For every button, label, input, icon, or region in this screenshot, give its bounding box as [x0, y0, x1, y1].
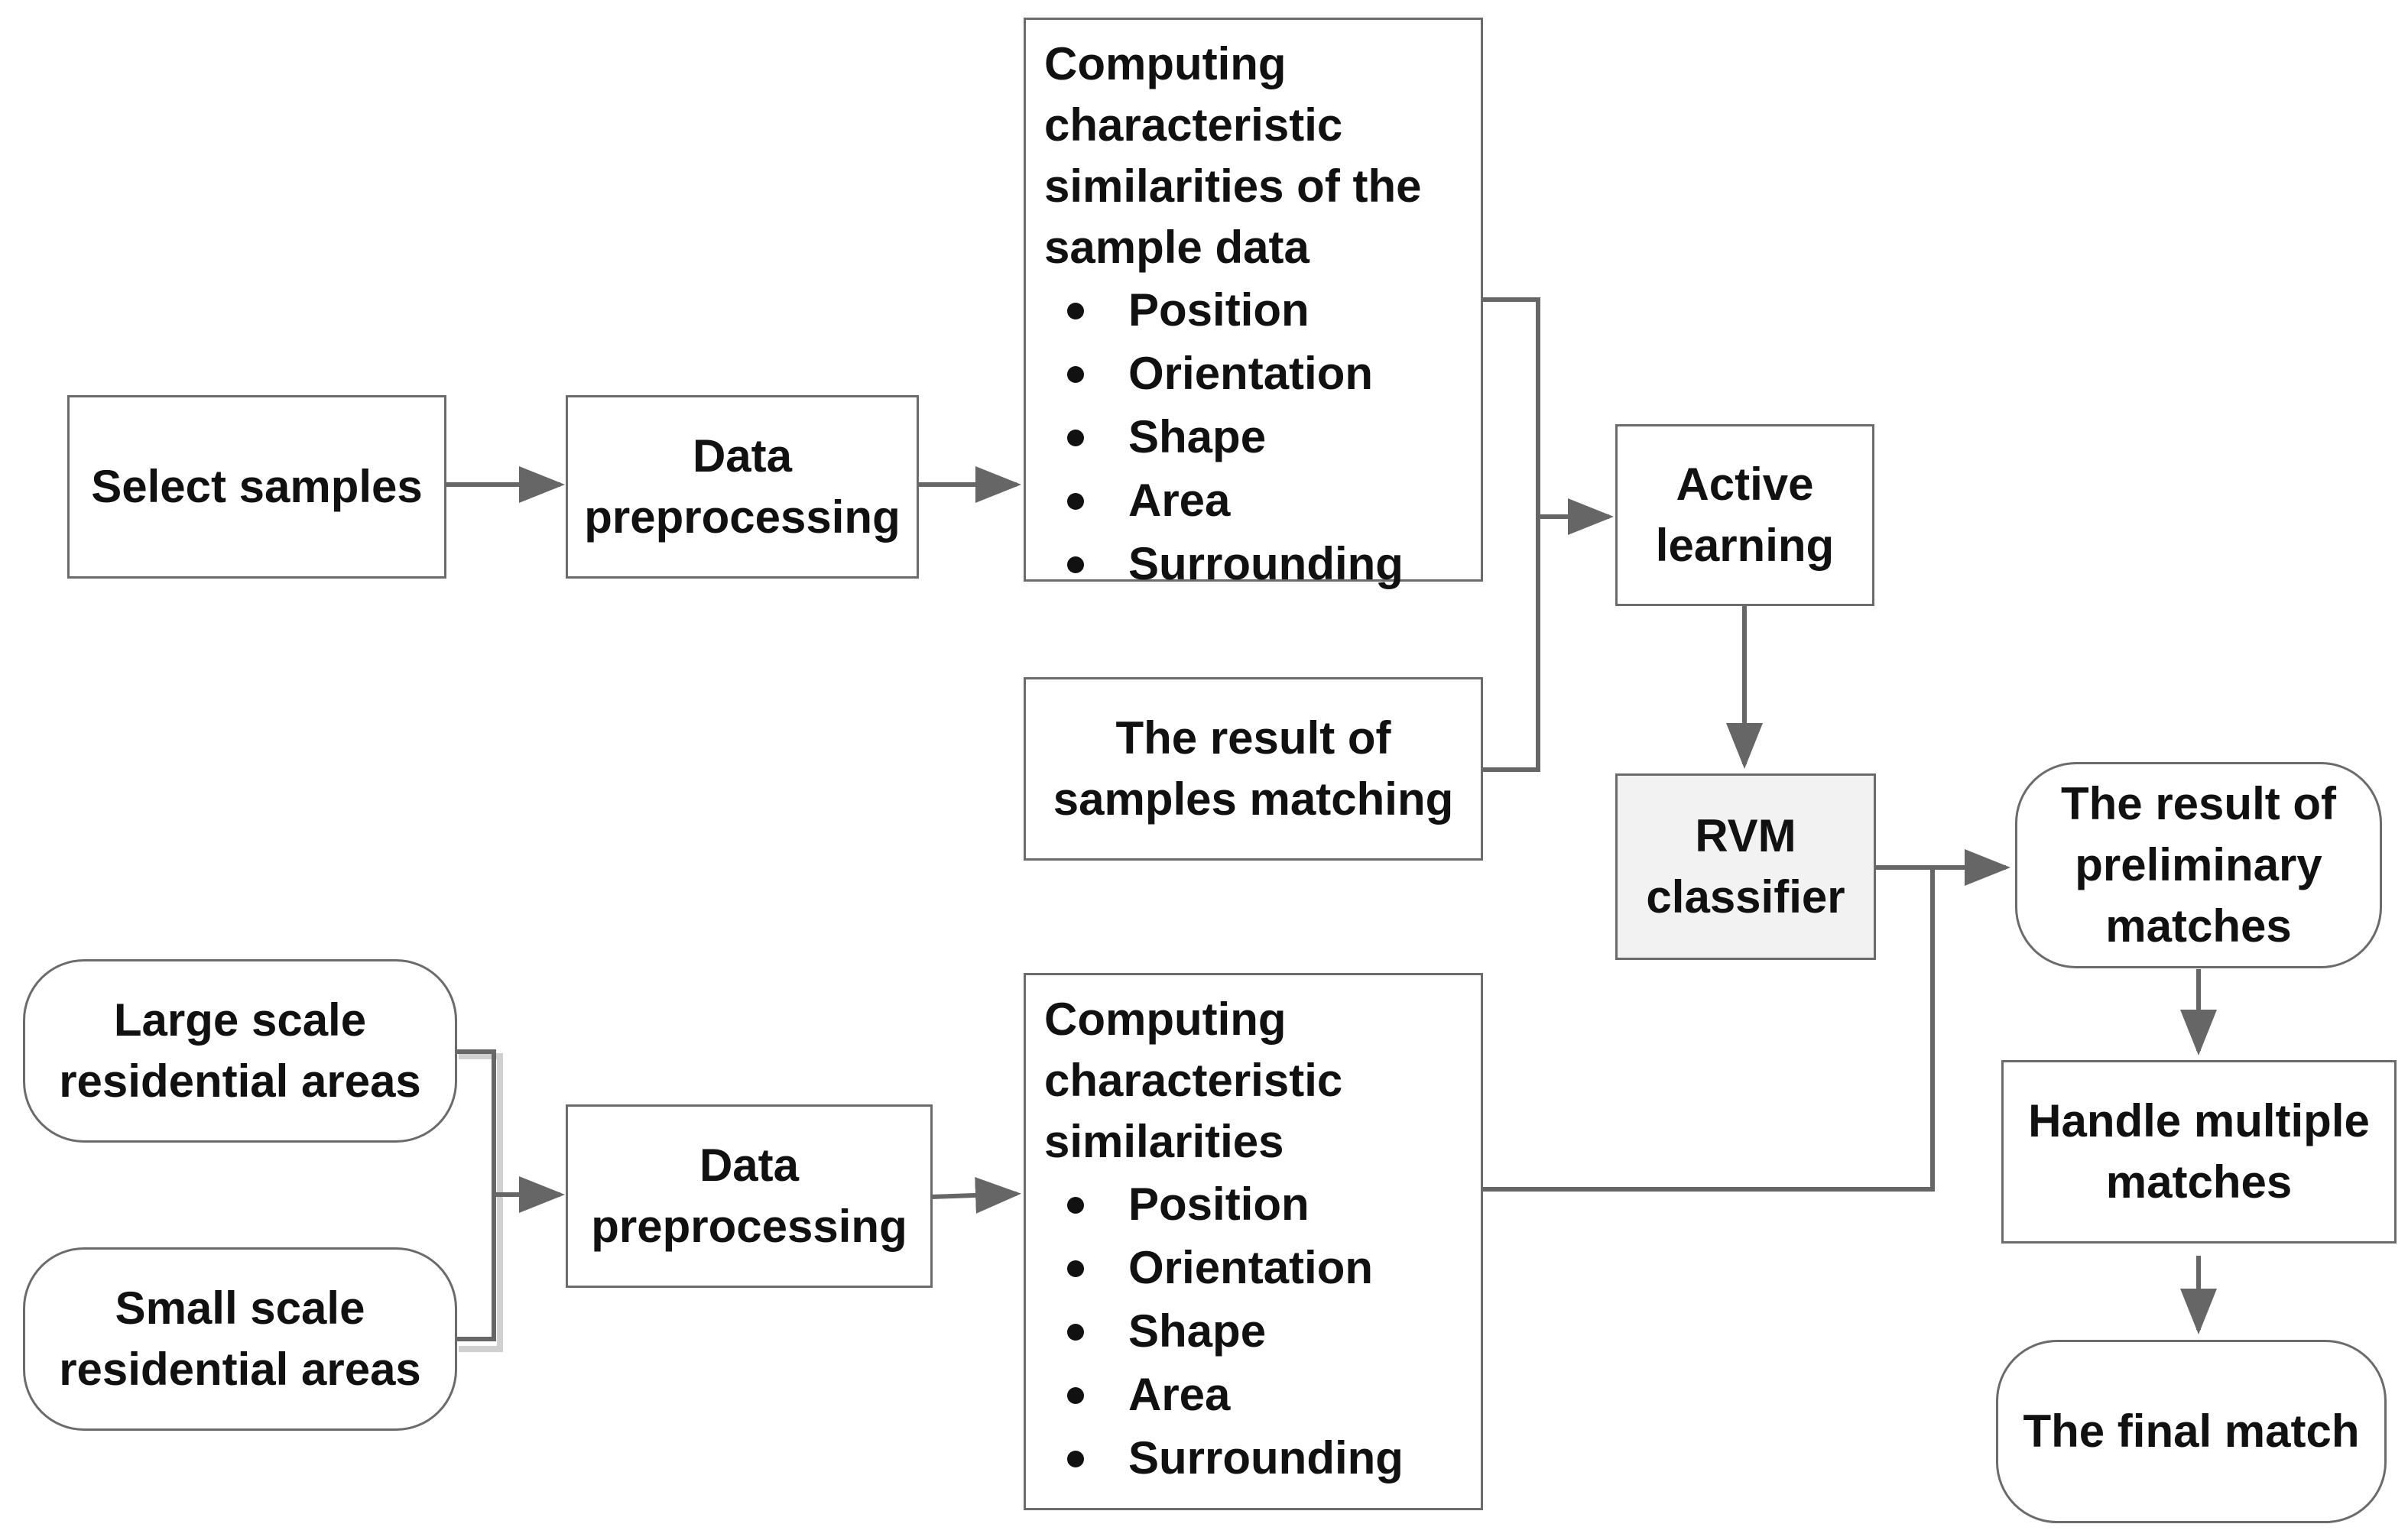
bracket-computing-and-result-to-active: [1481, 297, 1540, 772]
bullet-shape: Shape: [1044, 1299, 1462, 1363]
computing-bottom-title-line-3: similarities: [1044, 1116, 1284, 1167]
data-preprocessing-bottom-label-line-1: Data: [699, 1140, 800, 1191]
computing-similarities-bottom-title: Computing characteristic similarities: [1044, 989, 1462, 1172]
data-preprocessing-top-label-line-2: preprocessing: [584, 491, 901, 543]
handle-multiple-line-2: matches: [2105, 1156, 2293, 1208]
data-preprocessing-bottom-label-line-2: preprocessing: [591, 1201, 907, 1252]
active-learning-line-1: Active: [1676, 459, 1814, 510]
small-scale-residential-box: Small scale residential areas: [23, 1247, 457, 1431]
select-samples-box: Select samples: [67, 395, 446, 579]
large-scale-line-2: residential areas: [59, 1055, 421, 1107]
large-scale-line-1: Large scale: [113, 994, 367, 1046]
final-match-box: The final match: [1996, 1340, 2387, 1523]
bullet-surrounding: Surrounding: [1044, 1426, 1462, 1490]
bullet-surrounding: Surrounding: [1044, 532, 1462, 595]
computing-similarities-top-box: Computing characteristic similarities of…: [1024, 18, 1483, 589]
handle-multiple-matches-box: Handle multiple matches: [2001, 1060, 2397, 1244]
result-samples-matching-box: The result of samples matching: [1024, 677, 1483, 861]
bullet-shape: Shape: [1044, 405, 1462, 469]
computing-similarities-bottom-box: Computing characteristic similarities Po…: [1024, 973, 1483, 1510]
small-scale-line-1: Small scale: [115, 1282, 365, 1334]
bracket-scale-inputs: [456, 1049, 496, 1341]
handle-multiple-line-1: Handle multiple: [2028, 1095, 2370, 1146]
data-preprocessing-top-box: Data preprocessing: [566, 395, 919, 579]
rvm-classifier-box: RVM classifier: [1615, 773, 1876, 960]
computing-top-title-line-4: sample data: [1044, 222, 1309, 273]
data-preprocessing-bottom-box: Data preprocessing: [566, 1104, 933, 1288]
small-scale-line-2: residential areas: [59, 1344, 421, 1395]
connector-computing-bottom-to-rvm-line: [1481, 867, 1935, 1192]
computing-top-title-line-3: similarities of the: [1044, 161, 1422, 212]
large-scale-residential-box: Large scale residential areas: [23, 959, 457, 1143]
final-match-label: The final match: [2023, 1406, 2360, 1457]
computing-similarities-top-title: Computing characteristic similarities of…: [1044, 34, 1462, 278]
computing-bottom-title-line-2: characteristic: [1044, 1055, 1343, 1106]
active-learning-line-2: learning: [1655, 520, 1835, 571]
arrow-preprocessing-bottom-to-computing: [930, 1176, 1021, 1214]
bullet-area: Area: [1044, 1363, 1462, 1426]
computing-bottom-bullet-list: Position Orientation Shape Area Surround…: [1044, 1172, 1462, 1490]
bullet-orientation: Orientation: [1044, 1236, 1462, 1299]
preliminary-matches-line-1: The result of: [2060, 778, 2337, 829]
computing-top-title-line-2: characteristic: [1044, 99, 1343, 151]
computing-bottom-title-line-1: Computing: [1044, 994, 1287, 1045]
preliminary-matches-line-2: preliminary: [2075, 839, 2322, 890]
preliminary-matches-line-3: matches: [2105, 900, 2292, 952]
rvm-classifier-line-2: classifier: [1646, 871, 1845, 923]
result-samples-matching-line-1: The result of: [1115, 712, 1391, 764]
bullet-area: Area: [1044, 469, 1462, 532]
computing-top-bullet-list: Position Orientation Shape Area Surround…: [1044, 278, 1462, 595]
bullet-position: Position: [1044, 1172, 1462, 1236]
preliminary-matches-box: The result of preliminary matches: [2015, 762, 2382, 968]
bullet-orientation: Orientation: [1044, 342, 1462, 405]
rvm-classifier-line-1: RVM: [1695, 810, 1796, 861]
computing-top-title-line-1: Computing: [1044, 38, 1287, 89]
bullet-position: Position: [1044, 278, 1462, 342]
result-samples-matching-line-2: samples matching: [1053, 773, 1454, 825]
select-samples-label: Select samples: [91, 461, 423, 512]
active-learning-box: Active learning: [1615, 424, 1874, 606]
data-preprocessing-top-label-line-1: Data: [692, 430, 793, 482]
bracket-shadow-scale-inputs: [459, 1053, 503, 1352]
